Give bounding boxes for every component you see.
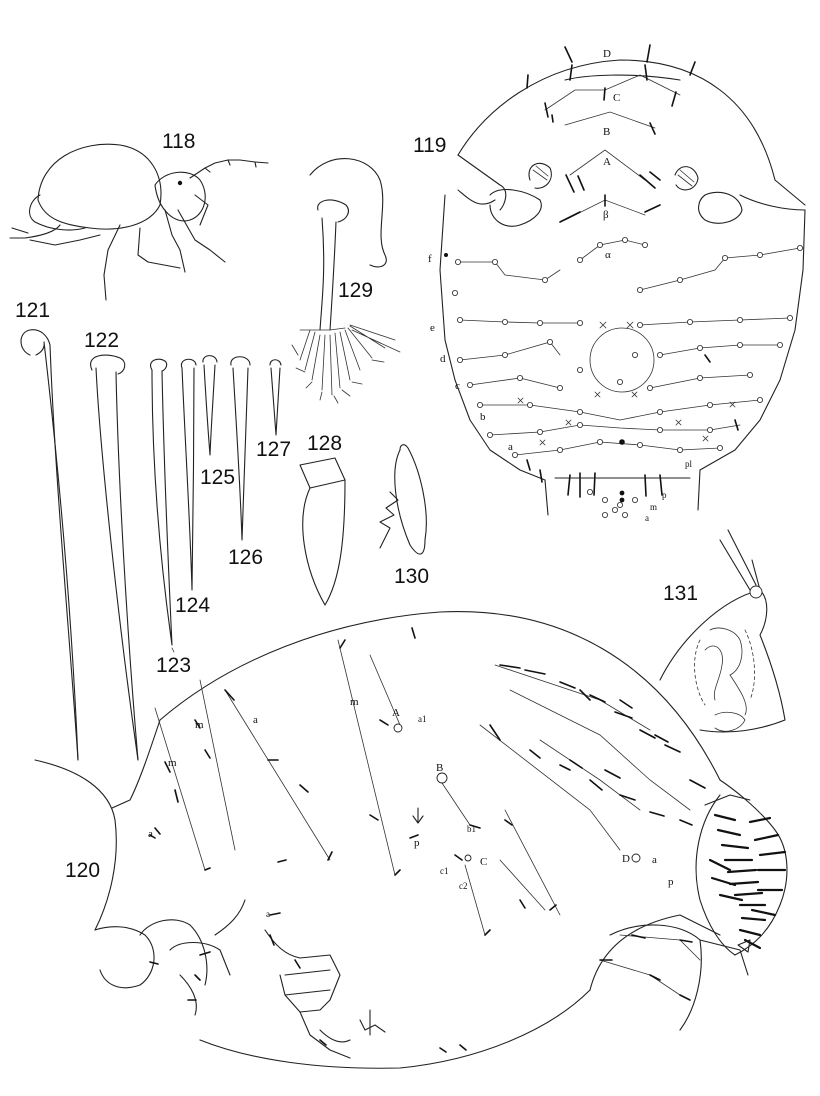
fig120-label-m-mid: m xyxy=(350,696,359,708)
fig129-number: 129 xyxy=(338,279,373,302)
fig125-number: 125 xyxy=(200,466,235,489)
fig123-seta xyxy=(150,358,173,646)
fig121-number: 121 xyxy=(15,299,50,322)
fig119-number: 119 xyxy=(413,134,446,157)
fig118-habitus xyxy=(9,143,269,301)
fig120-label-a-left: a xyxy=(148,828,153,840)
fig120-label-m1: m xyxy=(195,719,204,731)
fig119-label-A: A xyxy=(603,156,611,168)
fig118-number: 118 xyxy=(162,130,195,153)
fig122-number: 122 xyxy=(84,329,119,352)
fig119-label-pl: pl xyxy=(685,459,693,469)
fig120-label-B: B xyxy=(436,762,443,774)
fig119-label-b: b xyxy=(480,411,486,423)
fig126-seta xyxy=(230,356,251,541)
fig123-number: 123 xyxy=(156,654,191,677)
fig119-label-C: C xyxy=(613,92,620,104)
fig120-label-a1: a1 xyxy=(418,714,427,724)
fig119-label-D: D xyxy=(603,48,611,60)
fig120-label-c2: c2 xyxy=(459,881,468,891)
fig121-seta xyxy=(20,329,79,761)
fig131-detail xyxy=(659,529,786,733)
fig119-label-p: p xyxy=(662,490,667,500)
fig127-seta xyxy=(269,359,282,436)
fig120-label-c1: c1 xyxy=(440,866,449,876)
fig120-label-p-mid: p xyxy=(414,837,420,849)
fig120-label-p-right: p xyxy=(668,876,674,888)
fig122-seta xyxy=(90,354,139,761)
fig120-body xyxy=(34,611,788,1069)
fig123-leader xyxy=(171,647,175,653)
fig119-label-e: e xyxy=(430,322,435,334)
fig124-seta xyxy=(180,358,197,591)
fig119-label-f: f xyxy=(428,253,432,265)
fig119-label-alpha: α xyxy=(605,249,611,261)
fig119-label-a-low: a xyxy=(645,513,649,523)
fig128-sensillum xyxy=(299,457,346,606)
fig130-number: 130 xyxy=(394,565,429,588)
fig128-number: 128 xyxy=(307,432,342,455)
fig119-head xyxy=(439,44,806,519)
fig125-seta xyxy=(202,355,218,456)
fig126-number: 126 xyxy=(228,546,263,569)
fig131-number: 131 xyxy=(663,582,698,605)
fig119-label-c: c xyxy=(455,380,460,392)
fig129-tenent-hair xyxy=(291,158,401,404)
fig120-label-D: D xyxy=(622,853,630,865)
fig119-label-m: m xyxy=(650,502,657,512)
fig120-label-a-top: a xyxy=(253,714,258,726)
fig120-label-A: A xyxy=(392,707,400,719)
fig119-label-beta: β xyxy=(603,209,609,221)
fig127-number: 127 xyxy=(256,438,291,461)
fig119-label-B: B xyxy=(603,126,610,138)
fig120-label-a-small: a xyxy=(266,909,270,919)
fig119-label-d: d xyxy=(440,353,446,365)
fig130-claw xyxy=(379,444,427,555)
fig120-number: 120 xyxy=(65,859,100,882)
fig120-label-a-right: a xyxy=(652,854,657,866)
fig120-label-b1: b1 xyxy=(467,824,476,834)
fig124-number: 124 xyxy=(175,594,210,617)
fig120-label-m2: m xyxy=(168,757,177,769)
fig120-label-C: C xyxy=(480,856,487,868)
fig119-label-a: a xyxy=(508,441,513,453)
